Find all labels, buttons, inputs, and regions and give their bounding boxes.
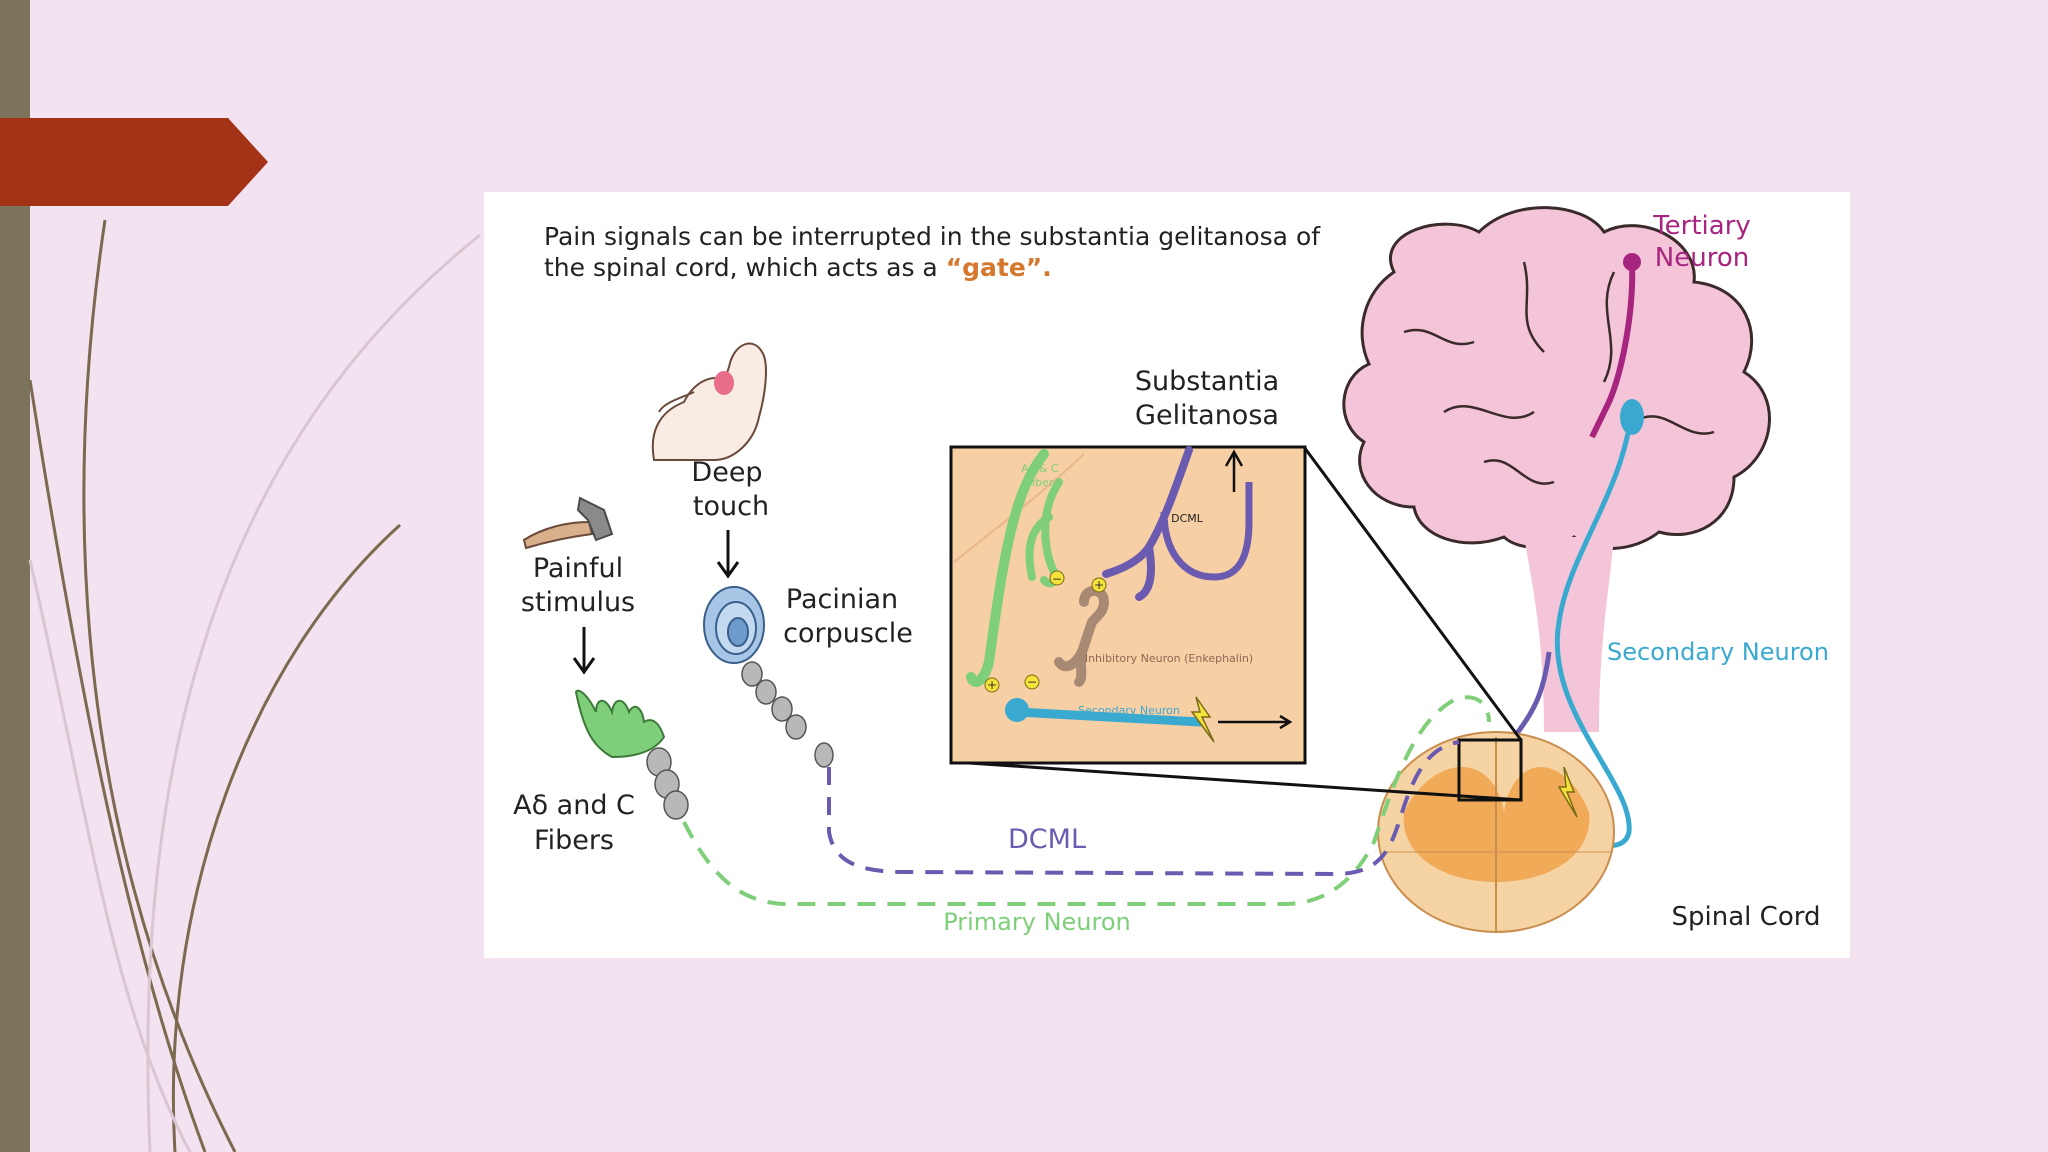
arrow-down-icon	[716, 530, 740, 579]
plus-sign: +	[1094, 578, 1104, 592]
substantia-label-2: Gelitanosa	[1135, 400, 1279, 431]
painful-stimulus-label-1: Painful	[533, 553, 623, 584]
zoom-line-top	[1302, 446, 1523, 741]
primary-neuron-path	[682, 695, 1491, 906]
painful-stimulus-label-2: stimulus	[521, 587, 635, 618]
pacinian-label-1: Pacinian	[786, 584, 898, 615]
secondary-neuron-ending	[1620, 399, 1644, 435]
caption-line-2: the spinal cord, which acts as a “gate”.	[544, 253, 1052, 282]
inset-fiber-label-2: Fiber	[1027, 476, 1054, 489]
tertiary-neuron-label-2: Neuron	[1655, 243, 1749, 273]
caption-line-1: Pain signals can be interrupted in the s…	[544, 222, 1321, 251]
spinal-cord-illustration	[1377, 731, 1615, 933]
pacinian-label-2: corpuscle	[783, 618, 913, 649]
zoom-line-bottom	[953, 760, 1522, 802]
secondary-neuron-label: Secondary Neuron	[1607, 638, 1829, 666]
minus-sign: −	[1027, 675, 1037, 689]
fibers-label-2: Fibers	[534, 825, 614, 856]
hammer-icon	[522, 496, 614, 550]
fibers-label-1: Aδ and C	[513, 790, 635, 821]
inset-secondary-label: Secondary Neuron	[1078, 704, 1180, 717]
deep-touch-label-1: Deep	[691, 457, 762, 488]
free-nerve-ending-icon	[574, 689, 689, 820]
brain-illustration	[1342, 206, 1771, 732]
inset-fiber-label-1: Aδ & C	[1021, 462, 1059, 475]
inset-dcml-label: DCML	[1171, 512, 1204, 525]
cord-zoom-box	[1457, 738, 1523, 802]
substantia-label-1: Substantia	[1135, 366, 1279, 397]
arrow-down-icon	[572, 627, 596, 675]
pain-gate-diagram: Pain signals can be interrupted in the s…	[484, 192, 1850, 958]
decorative-curves	[28, 219, 481, 1152]
plus-sign: +	[987, 678, 997, 692]
pinching-hand-icon	[651, 342, 767, 461]
primary-neuron-label: Primary Neuron	[943, 908, 1131, 936]
tertiary-neuron-body	[1623, 253, 1641, 271]
inset-inhibitory-label: Inhibitory Neuron (Enkephalin)	[1085, 652, 1253, 665]
spinal-cord-label: Spinal Cord	[1672, 902, 1821, 932]
tertiary-neuron-path	[1589, 261, 1636, 439]
gate-word: “gate”	[946, 253, 1043, 282]
dcml-label: DCML	[1008, 824, 1086, 855]
title-arrow-shape	[0, 118, 268, 206]
pacinian-corpuscle-icon	[703, 586, 834, 768]
deep-touch-label-2: touch	[693, 491, 769, 522]
dcml-ascending-path	[1512, 651, 1552, 739]
minus-sign: −	[1052, 572, 1062, 586]
dcml-path	[827, 740, 1460, 877]
tertiary-neuron-label-1: Tertiary	[1652, 211, 1751, 241]
substantia-gelatinosa-inset: − + + − Aδ & C Fiber DCML Inhibitory Neu…	[949, 445, 1307, 765]
